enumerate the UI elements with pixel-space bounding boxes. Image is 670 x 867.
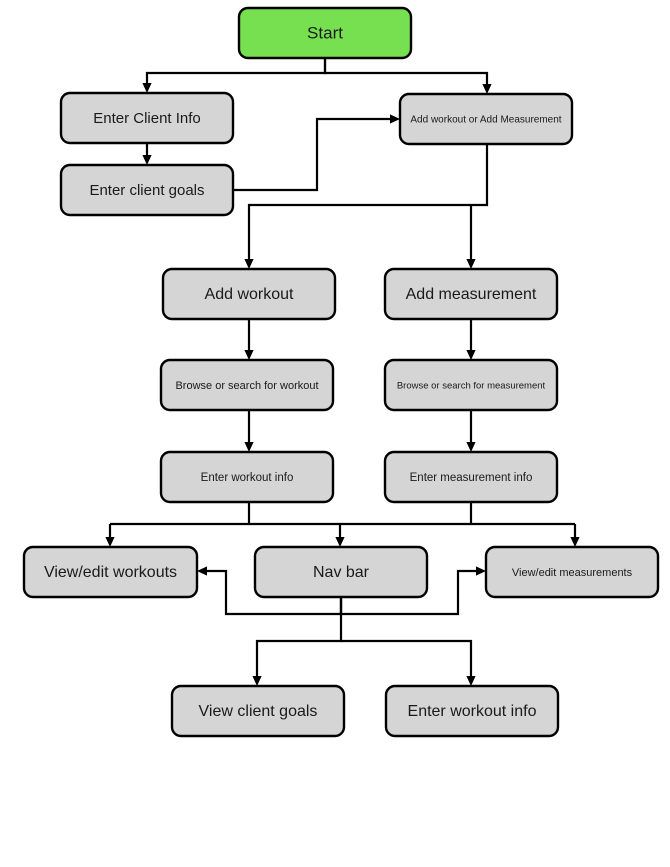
edges-layer (105, 58, 580, 686)
node-enter-measurement-info[interactable]: Enter measurement info (383, 450, 559, 504)
node-shape[interactable] (237, 6, 413, 60)
node-label: Enter workout info (201, 472, 294, 484)
node-shape[interactable] (253, 545, 429, 599)
node-shape[interactable] (398, 92, 574, 146)
arrow-head-icon (335, 537, 345, 547)
arrow-head-icon (466, 259, 476, 269)
node-label: View/edit workouts (44, 564, 177, 581)
node-label: View client goals (199, 703, 318, 720)
edge-nav-bar-to-enter-workout-info-bottom (341, 639, 476, 686)
edge-bus-to-view-edit-measurements (570, 524, 580, 547)
node-label: View/edit measurements (512, 567, 633, 579)
node-shape[interactable] (159, 358, 335, 412)
node-enter-client-goals[interactable]: Enter client goals (59, 163, 235, 217)
node-enter-workout-info-bottom[interactable]: Enter workout info (384, 684, 560, 738)
arrow-head-icon (252, 676, 262, 686)
node-shape[interactable] (384, 684, 560, 738)
node-shape[interactable] (59, 91, 235, 145)
edge-start-to-add-workout-or-measurement (323, 58, 492, 94)
arrow-head-icon (476, 566, 486, 576)
arrow-head-icon (197, 566, 207, 576)
node-shape[interactable] (383, 358, 559, 412)
node-label: Enter Client Info (93, 110, 201, 127)
edge-browse-measurement-to-enter-measurement-info (466, 410, 476, 452)
node-start[interactable]: Start (237, 6, 413, 60)
node-view-client-goals[interactable]: View client goals (170, 684, 346, 738)
node-label: Browse or search for workout (175, 380, 318, 392)
arrow-head-icon (142, 155, 152, 165)
edge-add-workout-or-measurement-to-add-workout (244, 144, 489, 269)
node-add-workout[interactable]: Add workout (161, 267, 337, 321)
edge-path (233, 117, 395, 192)
arrow-head-icon (570, 537, 580, 547)
node-view-edit-workouts[interactable]: View/edit workouts (22, 545, 199, 599)
arrow-head-icon (105, 537, 115, 547)
node-shape[interactable] (383, 450, 559, 504)
edge-path (323, 58, 489, 89)
node-add-workout-or-add-measurement[interactable]: Add workout or Add Measurement (398, 92, 574, 146)
edge-add-workout-to-browse-workout (244, 319, 254, 360)
node-enter-workout-info-top[interactable]: Enter workout info (159, 450, 335, 504)
node-shape[interactable] (22, 545, 199, 599)
arrow-head-icon (466, 676, 476, 686)
edge-add-workout-or-measurement-to-add-measurement (466, 205, 476, 269)
arrow-head-icon (466, 350, 476, 360)
arrow-head-icon (466, 442, 476, 452)
edge-enter-client-goals-to-add-workout-or-measurement (233, 114, 400, 192)
node-label: Add measurement (406, 286, 537, 303)
edge-browse-workout-to-enter-workout-info (244, 410, 254, 452)
node-add-measurement[interactable]: Add measurement (383, 267, 559, 321)
node-label: Add workout or Add Measurement (410, 115, 561, 126)
node-enter-client-info[interactable]: Enter Client Info (59, 91, 235, 145)
node-label: Start (307, 23, 343, 42)
edge-start-to-enter-client-info (142, 58, 327, 93)
arrow-head-icon (244, 259, 254, 269)
node-shape[interactable] (484, 545, 660, 599)
node-shape[interactable] (161, 267, 337, 321)
node-shape[interactable] (59, 163, 235, 217)
edge-bus-to-nav-bar (335, 524, 345, 547)
edge-path (341, 639, 473, 681)
node-browse-or-search-for-workout[interactable]: Browse or search for workout (159, 358, 335, 412)
node-shape[interactable] (383, 267, 559, 321)
edge-add-measurement-to-browse-measurement (466, 319, 476, 360)
node-label: Add workout (205, 286, 294, 303)
node-label: Nav bar (313, 564, 370, 581)
node-label: Enter workout info (408, 703, 537, 720)
arrow-head-icon (482, 84, 492, 94)
node-shape[interactable] (170, 684, 346, 738)
arrow-head-icon (142, 83, 152, 93)
node-label: Browse or search for measurement (397, 381, 546, 392)
node-view-edit-measurements[interactable]: View/edit measurements (484, 545, 660, 599)
arrow-head-icon (244, 350, 254, 360)
edge-path (145, 58, 327, 88)
edge-enter-client-info-to-enter-client-goals (142, 143, 152, 165)
arrow-head-icon (244, 442, 254, 452)
edge-nav-bar-to-view-client-goals (252, 597, 343, 686)
node-nav-bar[interactable]: Nav bar (253, 545, 429, 599)
node-shape[interactable] (159, 450, 335, 504)
node-label: Enter client goals (89, 182, 204, 199)
node-label: Enter measurement info (410, 472, 533, 484)
edge-path (247, 144, 489, 264)
arrow-head-icon (390, 114, 400, 124)
edge-path (255, 597, 343, 681)
edge-bus-to-view-edit-workouts (105, 524, 115, 547)
node-browse-or-search-for-measurement[interactable]: Browse or search for measurement (383, 358, 559, 412)
